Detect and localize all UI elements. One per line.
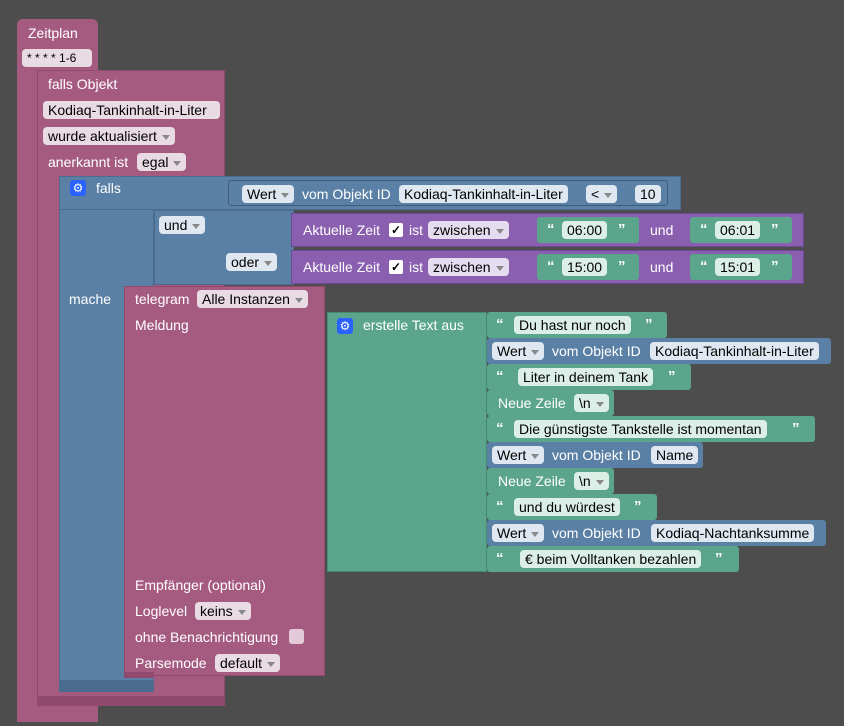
quote-close-icon: ” <box>771 258 779 275</box>
newline1-dropdown[interactable]: \n <box>574 394 609 412</box>
time1-from-field[interactable]: 06:00 <box>562 221 608 239</box>
text2-field[interactable]: Liter in deinem Tank <box>518 368 654 386</box>
telegram-foot <box>124 672 154 678</box>
time1-to-field[interactable]: 06:01 <box>715 221 761 239</box>
quote-close-icon: ” <box>792 420 800 437</box>
time2-ist: ist <box>409 259 423 275</box>
quote-open-icon: “ <box>547 221 555 238</box>
time1-checkbox[interactable]: ✓ <box>389 223 403 237</box>
text1-field[interactable]: Du hast nur noch <box>514 316 631 334</box>
time2-mode-dropdown[interactable]: zwischen <box>428 258 509 276</box>
value3-object-field[interactable]: Kodiaq-Nachtanksumme <box>651 524 815 542</box>
silent-checkbox[interactable] <box>289 629 304 644</box>
value3-dropdown[interactable]: Wert <box>492 524 545 542</box>
value2-vom-label: vom Objekt ID <box>552 447 641 463</box>
quote-open-icon: “ <box>700 258 708 275</box>
time1-und: und <box>650 222 674 238</box>
quote-close-icon: ” <box>668 368 676 385</box>
quote-open-icon: “ <box>496 368 504 385</box>
telegram-instance-dropdown[interactable]: Alle Instanzen <box>197 290 308 308</box>
compare-object-field[interactable]: Kodiaq-Tankinhalt-in-Liter <box>399 185 568 203</box>
time1-mode-dropdown[interactable]: zwischen <box>428 221 509 239</box>
if-mache-label: mache <box>69 291 112 307</box>
quote-open-icon: “ <box>700 221 708 238</box>
value1-object-field[interactable]: Kodiaq-Tankinhalt-in-Liter <box>650 342 819 360</box>
time2-from-field[interactable]: 15:00 <box>562 258 608 276</box>
loglevel-dropdown[interactable]: keins <box>195 602 251 620</box>
time2-checkbox[interactable]: ✓ <box>389 260 403 274</box>
cron-field[interactable]: * * * * 1-6 <box>22 49 92 67</box>
quote-open-icon: “ <box>496 498 504 515</box>
value3-vom-label: vom Objekt ID <box>552 525 641 541</box>
quote-open-icon: “ <box>547 258 555 275</box>
text3-field[interactable]: Die günstigste Tankstelle ist momentan <box>514 420 767 438</box>
telegram-label: telegram <box>135 291 190 307</box>
ack-label: anerkannt ist <box>48 154 129 170</box>
if-gear-icon[interactable]: ⚙ <box>70 180 86 196</box>
quote-close-icon: ” <box>715 550 723 567</box>
oder-dropdown[interactable]: oder <box>226 253 278 271</box>
trigger-block-foot <box>37 696 225 706</box>
value2-dropdown[interactable]: Wert <box>492 446 545 464</box>
quote-close-icon: ” <box>634 498 642 515</box>
quote-close-icon: ” <box>618 258 626 275</box>
telegram-message-label: Meldung <box>135 317 189 333</box>
telegram-parsemode-label: Parsemode <box>135 655 207 671</box>
parsemode-dropdown[interactable]: default <box>215 654 281 672</box>
trigger-label: falls Objekt <box>48 76 118 92</box>
text4-field[interactable]: und du würdest <box>514 498 620 516</box>
trigger-event-dropdown[interactable]: wurde aktualisiert <box>43 127 175 145</box>
text-create-label: erstelle Text aus <box>363 317 464 333</box>
if-foot <box>59 680 154 692</box>
ack-dropdown[interactable]: egal <box>137 153 187 171</box>
und-dropdown[interactable]: und <box>159 216 206 234</box>
value1-dropdown[interactable]: Wert <box>492 342 545 360</box>
time1-ist: ist <box>409 222 423 238</box>
newline2-label: Neue Zeile <box>498 473 566 489</box>
quote-open-icon: “ <box>496 550 504 567</box>
compare-wert-dropdown[interactable]: Wert <box>242 185 295 203</box>
schedule-title: Zeitplan <box>28 25 78 41</box>
time2-to-field[interactable]: 15:01 <box>715 258 761 276</box>
value1-vom-label: vom Objekt ID <box>552 343 641 359</box>
compare-operator-dropdown[interactable]: < <box>586 185 618 203</box>
time2-und: und <box>650 259 674 275</box>
time1-label: Aktuelle Zeit <box>303 222 381 238</box>
newline2-dropdown[interactable]: \n <box>574 472 609 490</box>
value2-object-field[interactable]: Name <box>651 446 699 464</box>
quote-close-icon: ” <box>645 316 653 333</box>
telegram-silent-label: ohne Benachrichtigung <box>135 629 279 645</box>
if-falls-label: falls <box>96 180 121 196</box>
newline1-label: Neue Zeile <box>498 395 566 411</box>
text-join-block[interactable] <box>327 312 487 572</box>
trigger-object-field[interactable]: Kodiaq-Tankinhalt-in-Liter <box>43 101 220 119</box>
telegram-loglevel-label: Loglevel <box>135 603 188 619</box>
quote-open-icon: “ <box>496 420 504 437</box>
quote-open-icon: “ <box>496 316 504 333</box>
time2-label: Aktuelle Zeit <box>303 259 381 275</box>
text-gear-icon[interactable]: ⚙ <box>337 318 353 334</box>
quote-close-icon: ” <box>771 221 779 238</box>
compare-vom-label: vom Objekt ID <box>302 186 391 202</box>
text5-field[interactable]: € beim Volltanken bezahlen <box>520 550 702 568</box>
telegram-recipient-label: Empfänger (optional) <box>135 577 266 593</box>
compare-value-field[interactable]: 10 <box>635 185 661 203</box>
quote-close-icon: ” <box>618 221 626 238</box>
schedule-block-foot <box>17 708 98 722</box>
